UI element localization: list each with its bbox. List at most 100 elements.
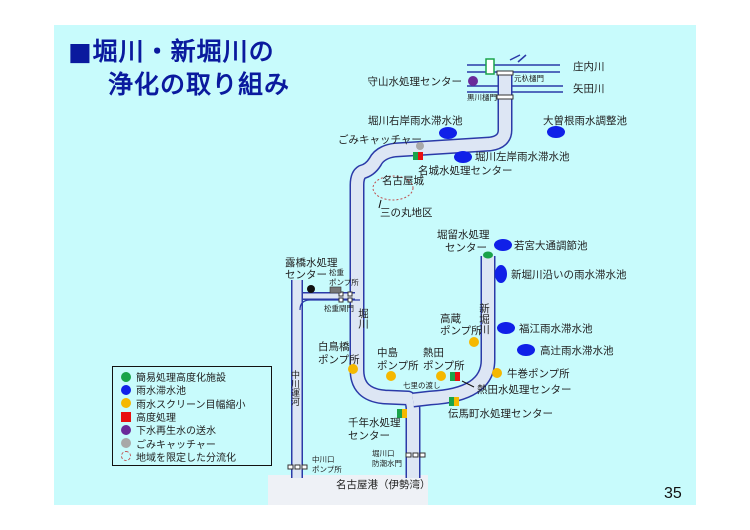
left-bank-label: 堀川左岸雨水滞水池 [475,150,570,163]
shiratori-label-2: ポンプ所 [318,354,360,366]
nakagawaguchi-gate-icon [287,464,308,470]
takatsuji-label: 高辻雨水滞水池 [540,344,614,357]
atsuta-facility-icon [450,372,455,381]
matsushige-gate-icon [338,291,353,303]
matsushige-gate-label: 松重閘門 [324,303,354,313]
takakura-pump-icon [469,337,479,347]
takakura-label-2: ポンプ所 [440,325,482,337]
ozone-pond-icon [547,126,565,138]
legend-item: 高度処理 [121,410,271,425]
chitose-label-1: 千年水処理 [348,416,401,429]
nakajima-pump-icon [386,371,396,381]
horikawaguchi-gate-icon [405,452,426,458]
meijo-label: 名城水処理センター [418,164,513,177]
matsushige-label-2: ポンプ所 [329,277,359,287]
page-number: 35 [664,485,682,502]
left-bank-pond-icon [454,151,472,163]
horikawaguchi-label-2: 防潮水門 [372,458,402,468]
horikawaguchi-label-1: 堀川口 [372,449,395,458]
moriyama-label: 守山水処理センター [368,75,463,88]
atsuta-pump-icon [436,371,446,381]
right-bank-label: 堀川右岸雨水滞水池 [368,114,463,127]
fukue-label: 福江雨水滞水池 [519,322,593,335]
legend-item: ごみキャッチャー [121,436,271,451]
legend-label: ごみキャッチャー [136,439,216,451]
dashed-circle-icon [121,451,131,462]
purple-dot-icon [121,424,131,435]
wakamiya-label: 若宮大通調節池 [514,239,588,252]
ozone-label: 大曽根雨水調整池 [543,114,627,127]
meijo-facility-icon [413,152,418,160]
nakagawaguchi-label-1: 中川口 [312,454,335,464]
kurokawa-gate-icon [496,94,514,100]
takatsuji-pond-icon [517,344,535,356]
shichiri-label: 七里の渡し [403,380,441,390]
legend-label: 雨水スクリーン目幅縮小 [136,399,246,411]
yellow-dot-icon [121,398,131,409]
takakura-label-1: 高蔵 [440,312,461,325]
motoiri-gate-icon [496,70,514,76]
sannomaru-label: 三の丸地区 [380,206,433,219]
legend-label: 簡易処理高度化施設 [136,373,226,385]
tenmacho-label: 伝馬町水処理センター [448,407,553,420]
tenmacho-facility-icon [449,397,454,406]
ushimaki-label: 牛巻ポンプ所 [507,367,570,380]
fukue-pond-icon [497,322,515,334]
separation-area-icon [372,175,414,201]
gate-icon [485,58,495,75]
slide-title: ■堀川・新堀川の 浄化の取り組み [68,35,290,101]
right-bank-pond-icon [439,127,457,139]
tsuyuhashi-label-1: 露橋水処理 [285,256,338,269]
atsuta-label-2: ポンプ所 [423,360,465,372]
shinhorikawa-label: 新堀川 [478,302,490,334]
legend-item: 下水再生水の送水 [121,423,271,437]
red-square-icon [121,411,131,422]
nakajima-label-2: ポンプ所 [377,360,419,372]
horikawa-label: 堀川 [357,308,369,329]
title-line-1: ■堀川・新堀川の [68,37,275,66]
matsushige-label-1: 松重 [329,267,344,277]
shiratori-pump-icon [348,364,358,374]
horidome-label-2: センター [445,242,487,254]
garbage-catcher-icon [416,142,424,150]
tsuyuhashi-icon [307,285,315,293]
nakagawaguchi-label-2: ポンプ所 [312,464,342,474]
yada-river [467,85,563,93]
legend-label: 地域を限定した分流化 [136,452,236,464]
atsuta-label-1: 熱田 [423,346,444,359]
flow-arrow [299,299,360,311]
matsushige-pump-icon [329,286,342,294]
shinhori-pond-label: 新堀川沿いの雨水滞水池 [511,268,627,281]
arrow-icon [378,199,382,209]
kurokawa-label: 黒川樋門 [467,92,497,102]
reclaimed-water-icon [468,76,478,86]
gomi-label: ごみキャッチャー [338,133,422,146]
legend-item: 雨水スクリーン目幅縮小 [121,397,271,411]
gray-dot-icon [121,438,131,449]
shiratori-label-1: 白鳥橋 [318,340,350,353]
legend-label: 雨水滞水池 [136,386,186,398]
nakagawa-canal-label: 中川運河 [289,369,300,406]
green-dot-icon [121,371,131,382]
chitose-label-2: センター [348,430,390,442]
tsuyuhashi-label-2: センター [285,269,327,281]
port-label: 名古屋港（伊勢湾） [336,478,431,491]
castle-label: 名古屋城 [382,174,424,187]
title-line-2: 浄化の取り組み [108,70,291,99]
legend-label: 高度処理 [136,413,176,425]
legend-item: 地域を限定した分流化 [121,450,271,464]
ushimaki-pump-icon [492,368,502,378]
legend-item: 雨水滞水池 [121,383,271,398]
legend-item: 簡易処理高度化施設 [121,370,271,385]
motoiri-label: 元杁樋門 [514,73,544,83]
horidome-label-1: 堀留水処理 [437,228,490,241]
shonai-river [467,54,560,73]
shinhori-pond-icon [495,265,507,283]
nakajima-label-1: 中島 [377,346,398,359]
blue-dot-icon [121,384,131,395]
horidome-facility-icon [483,251,493,259]
yada-river-label: 矢田川 [573,82,605,95]
shonai-river-label: 庄内川 [573,60,605,73]
legend: 簡易処理高度化施設 雨水滞水池 雨水スクリーン目幅縮小 高度処理 下水再生水の送… [112,366,272,466]
